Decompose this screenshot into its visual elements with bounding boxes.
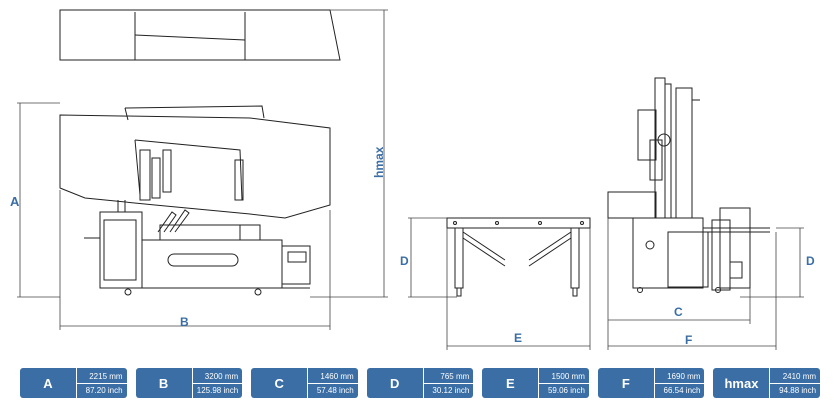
dimension-line-D-side: [740, 227, 804, 298]
label-hmax: hmax: [372, 146, 386, 178]
dimension-key: F: [621, 375, 630, 391]
dimension-key: hmax: [724, 375, 759, 391]
dimension-table: A 2215 mm 87.20 inch B 3200 mm 125.98 in…: [20, 368, 821, 398]
front-view-raised-frame-outline: [59, 9, 341, 61]
dimension-line-C: [607, 218, 751, 324]
dimension-mm: 2215 mm: [77, 370, 127, 384]
dimension-mm: 3200 mm: [192, 370, 243, 384]
dimension-card-F: F 1690 mm 66.54 inch: [597, 368, 705, 398]
machine-dimension-drawing: A B hmax D E C F D: [10, 9, 815, 350]
dimension-mm: 1690 mm: [654, 370, 705, 384]
label-D-table: D: [400, 254, 409, 268]
dimension-mm: 1460 mm: [308, 370, 358, 384]
dimension-line-hmax: [310, 9, 388, 298]
dimension-line-F: [607, 232, 777, 350]
dimension-key: C: [274, 375, 284, 391]
dimension-key: D: [390, 375, 400, 391]
dimension-mm: 1500 mm: [539, 370, 589, 384]
dimension-card-C: C 1460 mm 57.48 inch: [251, 368, 358, 398]
side-view-machine: [607, 77, 770, 293]
label-A: A: [10, 194, 20, 209]
dimension-card-E: E 1500 mm 59.06 inch: [482, 368, 589, 398]
dimension-line-D-table: [408, 217, 457, 298]
dimension-mm: 2410 mm: [770, 370, 821, 384]
label-F: F: [685, 333, 692, 347]
dimension-card-A: A 2215 mm 87.20 inch: [20, 368, 127, 398]
dimension-mm: 765 mm: [423, 370, 474, 384]
dimension-key: A: [43, 375, 53, 391]
dimension-line-E: [446, 228, 591, 350]
front-view-machine: [59, 105, 331, 296]
dimension-inch: 87.20 inch: [85, 385, 123, 395]
dimension-key: E: [505, 375, 515, 391]
dimension-card-B: B 3200 mm 125.98 inch: [135, 368, 243, 398]
dimension-line-A: [17, 102, 60, 298]
dimension-inch: 30.12 inch: [432, 385, 470, 395]
dimension-line-B: [59, 190, 331, 330]
label-D-side: D: [806, 254, 815, 268]
dimension-inch: 66.54 inch: [663, 385, 701, 395]
label-C: C: [674, 305, 683, 319]
dimension-card-D: D 765 mm 30.12 inch: [366, 368, 474, 398]
roller-table-view: [446, 217, 591, 297]
dimension-inch: 94.88 inch: [779, 385, 817, 395]
dimension-inch: 125.98 inch: [196, 385, 239, 395]
dimension-card-hmax: hmax 2410 mm 94.88 inch: [713, 368, 821, 398]
dimension-inch: 59.06 inch: [547, 385, 585, 395]
label-B: B: [180, 315, 189, 329]
dimension-key: B: [158, 375, 169, 391]
dimension-inch: 57.48 inch: [316, 385, 354, 395]
label-E: E: [514, 331, 522, 345]
